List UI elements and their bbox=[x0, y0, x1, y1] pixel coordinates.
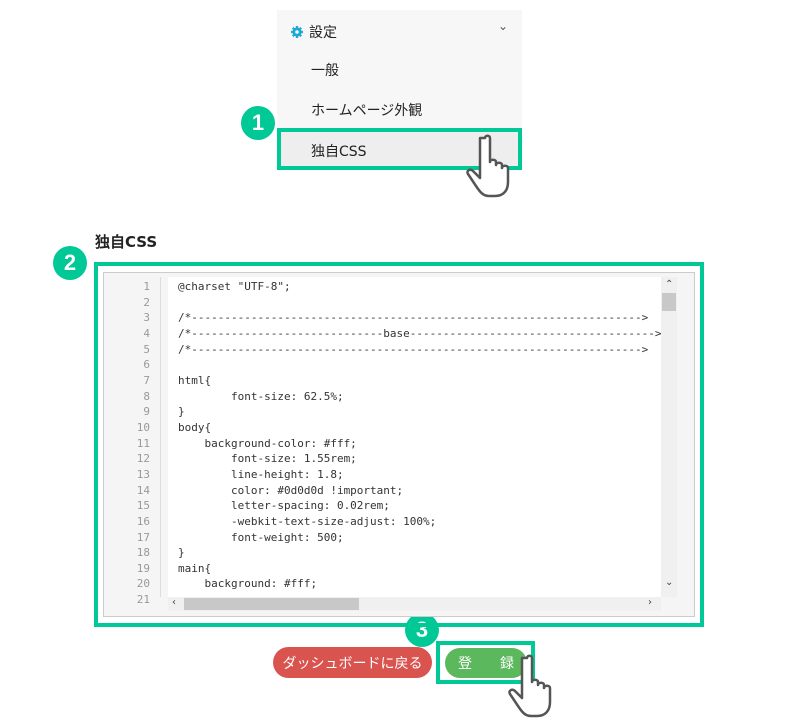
line-number: 9 bbox=[143, 405, 150, 419]
editor-highlight bbox=[94, 262, 704, 627]
code-text[interactable]: @charset "UTF-8"; /*--------------------… bbox=[178, 280, 661, 591]
scroll-right-icon[interactable]: › bbox=[648, 597, 652, 608]
hand-pointer-icon bbox=[508, 654, 552, 718]
menu-item-label: 独自CSS bbox=[311, 144, 367, 160]
scroll-up-icon[interactable]: ⌃ bbox=[665, 279, 674, 290]
line-number: 15 bbox=[136, 499, 150, 513]
gear-icon bbox=[291, 26, 303, 38]
step-badge-3: 3 bbox=[405, 613, 439, 647]
line-number: 12 bbox=[136, 452, 150, 466]
vertical-scrollbar[interactable]: ⌃ ⌄ bbox=[661, 277, 677, 597]
chevron-down-icon[interactable]: ⌄ bbox=[497, 19, 508, 33]
line-number: 11 bbox=[136, 436, 150, 450]
back-to-dashboard-button[interactable]: ダッシュボードに戻る bbox=[273, 647, 432, 678]
line-number: 20 bbox=[136, 577, 150, 591]
scroll-down-icon[interactable]: ⌄ bbox=[665, 577, 674, 588]
line-number: 2 bbox=[143, 295, 150, 309]
line-number: 17 bbox=[136, 530, 150, 544]
section-title: 独自CSS bbox=[95, 233, 158, 251]
line-number: 13 bbox=[136, 467, 150, 481]
line-number: 18 bbox=[136, 546, 150, 560]
line-number: 16 bbox=[136, 514, 150, 528]
line-number: 6 bbox=[143, 358, 150, 372]
menu-item-general[interactable]: 一般 bbox=[311, 63, 339, 79]
gutter-divider bbox=[160, 277, 161, 597]
line-number: 10 bbox=[136, 420, 150, 434]
line-number: 8 bbox=[143, 389, 150, 403]
line-number: 7 bbox=[143, 373, 150, 387]
menu-item-homepage-appearance[interactable]: ホームページ外観 bbox=[311, 103, 423, 119]
code-area[interactable]: @charset "UTF-8"; /*--------------------… bbox=[168, 277, 661, 597]
line-number: 19 bbox=[136, 561, 150, 575]
register-button[interactable]: 登 録 bbox=[445, 648, 527, 678]
horizontal-scrollbar[interactable]: ‹ › bbox=[168, 597, 661, 611]
line-number: 3 bbox=[143, 311, 150, 325]
step-badge-2: 2 bbox=[53, 246, 87, 280]
line-number: 21 bbox=[136, 593, 150, 607]
line-number: 4 bbox=[143, 326, 150, 340]
menu-header-label: 設定 bbox=[309, 25, 337, 41]
hand-pointer-icon bbox=[466, 134, 510, 198]
vertical-scroll-thumb[interactable] bbox=[662, 293, 676, 311]
line-number: 5 bbox=[143, 342, 150, 356]
horizontal-scroll-thumb[interactable] bbox=[184, 598, 359, 610]
line-number: 14 bbox=[136, 483, 150, 497]
step-badge-1: 1 bbox=[241, 106, 275, 140]
line-number: 1 bbox=[143, 280, 150, 293]
scroll-left-icon[interactable]: ‹ bbox=[172, 597, 176, 608]
menu-header-settings[interactable]: 設定 bbox=[291, 22, 337, 42]
